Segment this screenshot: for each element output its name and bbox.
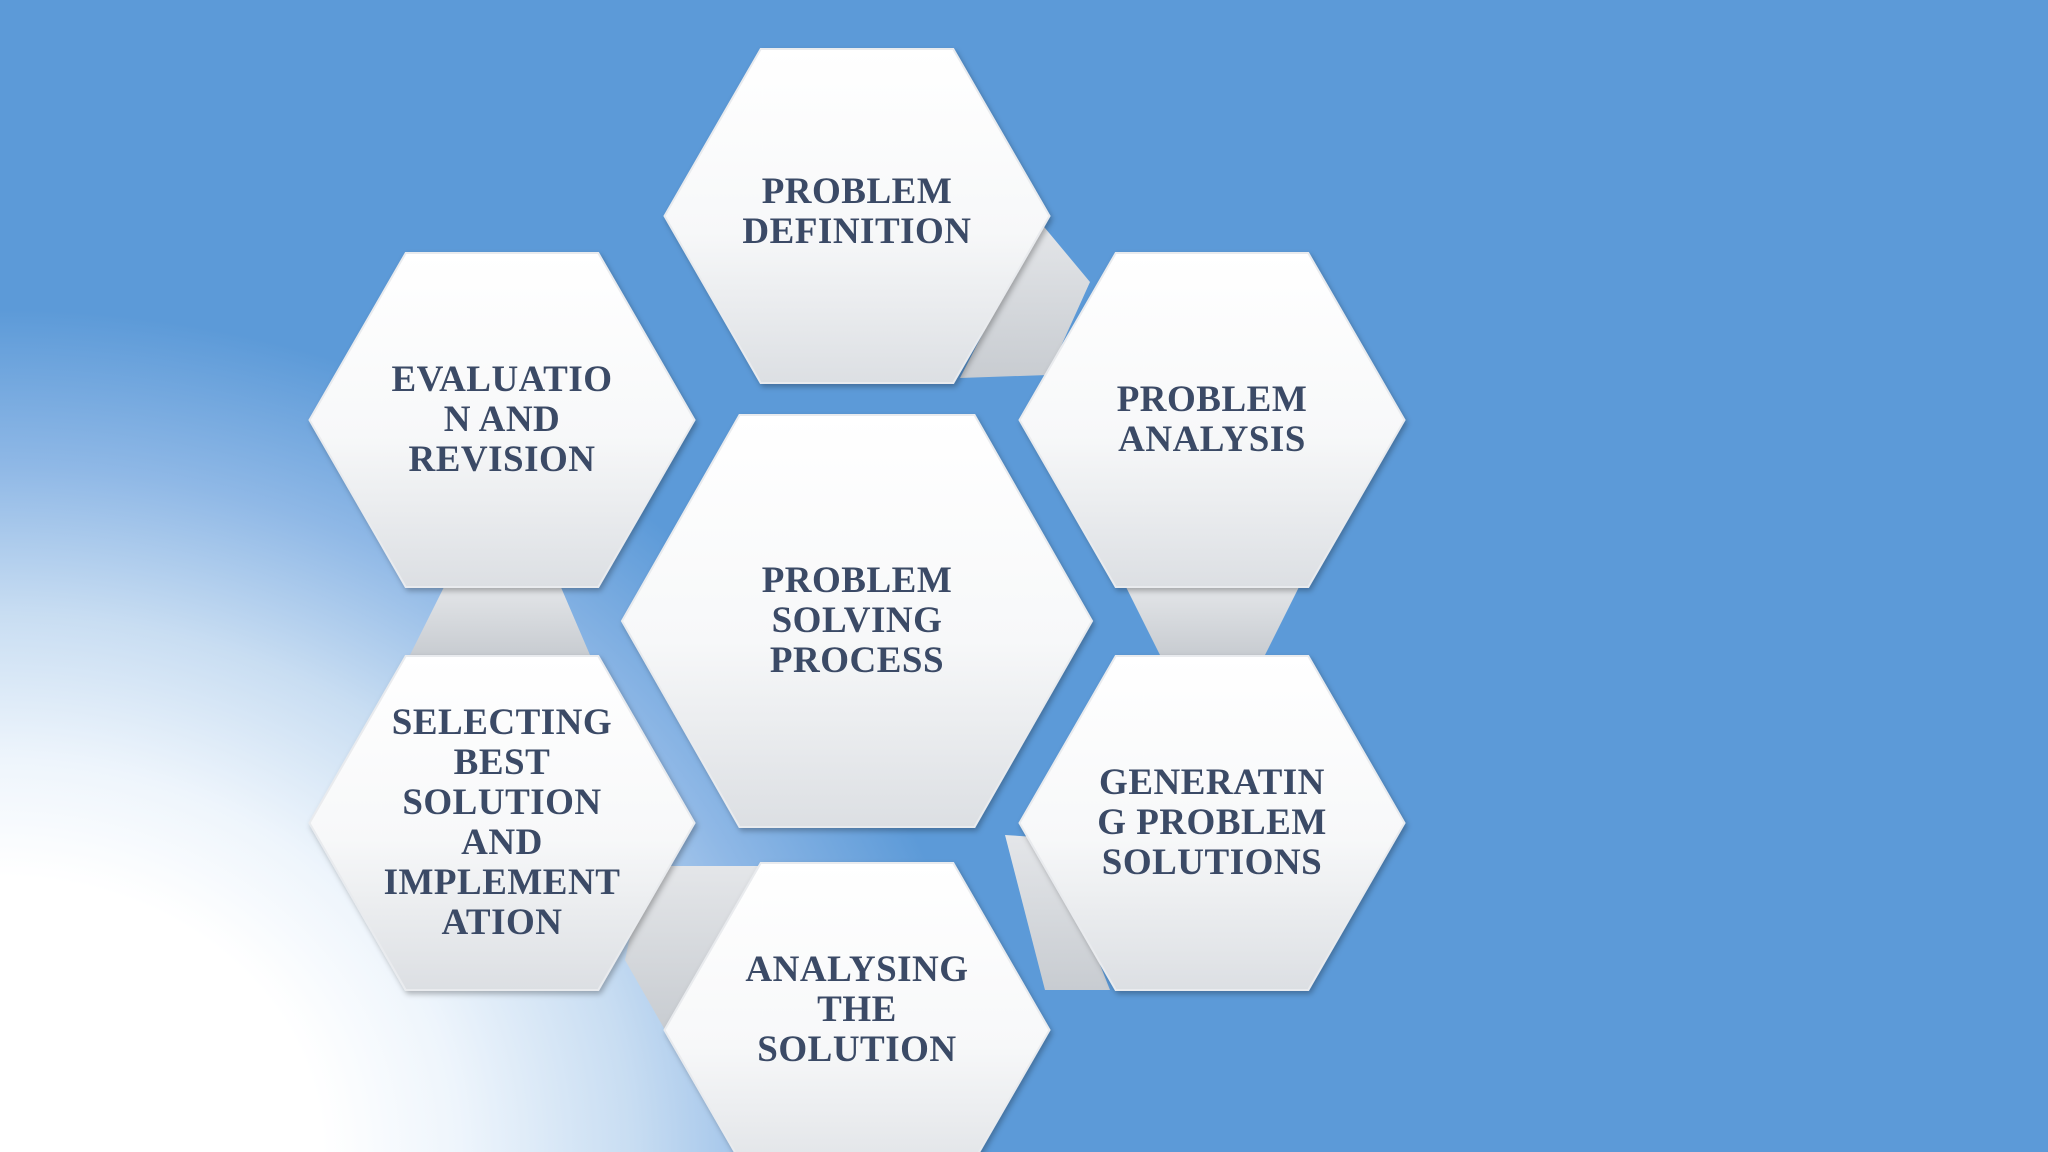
hexagon-selecting-best-solution (308, 655, 696, 991)
step-generating-solutions-label: GENERATIN G PROBLEM SOLUTIONS (1097, 761, 1327, 883)
step-analysing-solution-label: ANALYSING THE SOLUTION (745, 948, 969, 1070)
hexagon-problem-analysis (1018, 252, 1406, 588)
connector-selecting-evaluation (410, 585, 590, 655)
connector-analysing-selecting (625, 866, 760, 1030)
center-hexagon-label: PROBLEM SOLVING PROCESS (761, 559, 953, 681)
connectors (410, 222, 1300, 1030)
hexagons (308, 48, 1406, 1152)
step-evaluation-revision-label: EVALUATIO N AND REVISION (391, 358, 613, 480)
step-problem-analysis-label: PROBLEM ANALYSIS (1116, 378, 1308, 460)
connector-generating-analysing (1005, 835, 1110, 990)
hexagon-analysing-solution (663, 862, 1051, 1152)
step-selecting-best-solution-label: SELECTING BEST SOLUTION AND IMPLEMENT AT… (383, 701, 621, 943)
hexagon-evaluation-revision (308, 252, 696, 588)
hexagon-problem-definition (663, 48, 1051, 384)
hexagon-generating-solutions (1018, 655, 1406, 991)
connector-definition-analysis (960, 222, 1090, 378)
connector-analysis-generating (1125, 585, 1300, 655)
center-hexagon (620, 414, 1094, 828)
step-problem-definition-label: PROBLEM DEFINITION (742, 170, 972, 252)
